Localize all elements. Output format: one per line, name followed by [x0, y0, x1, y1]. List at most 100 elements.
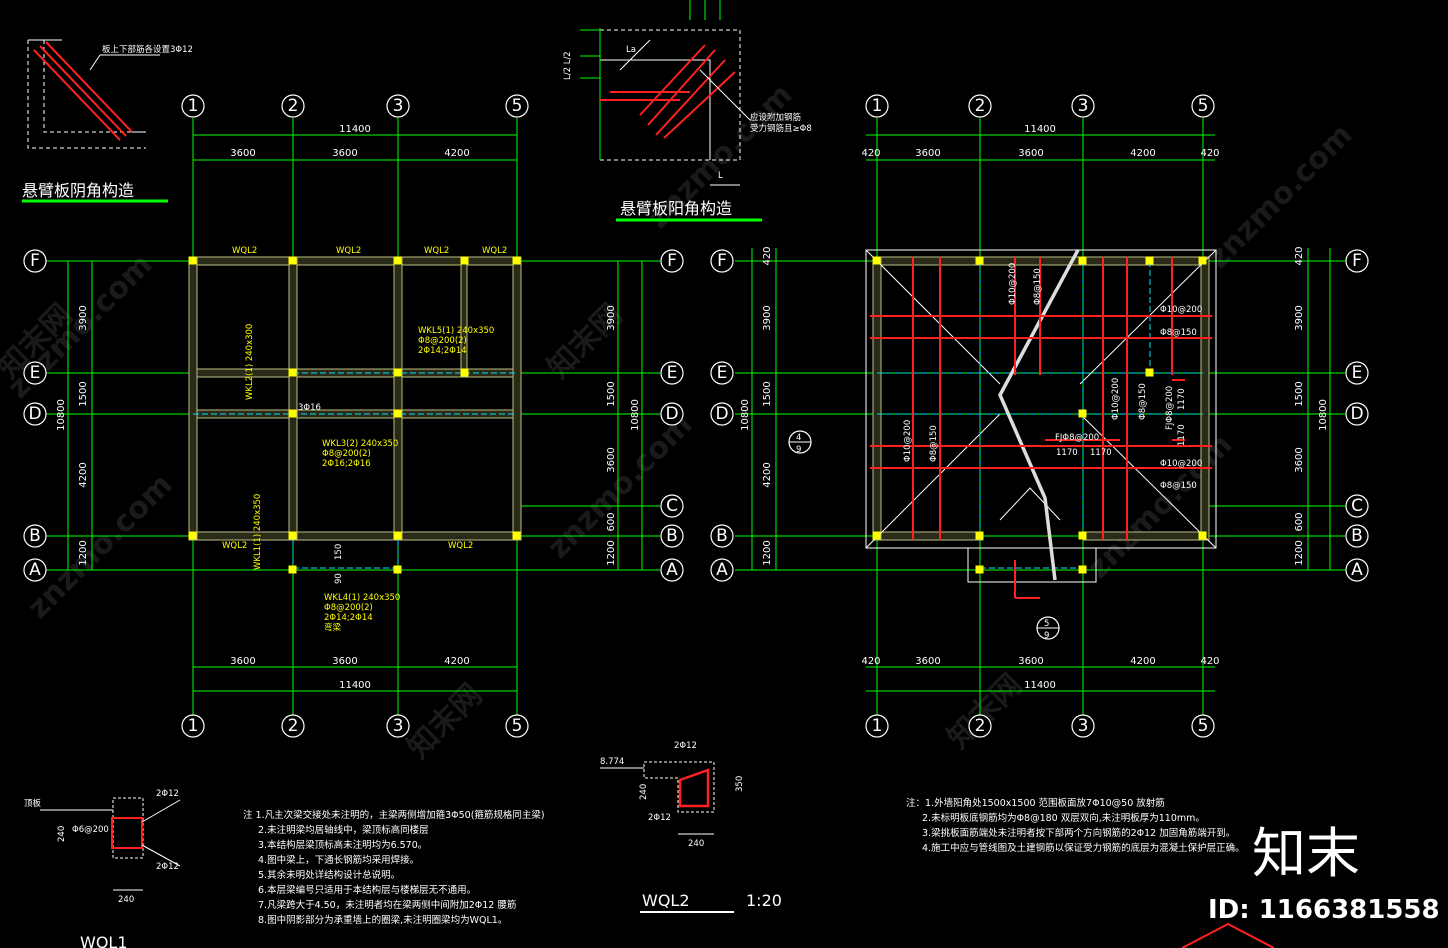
beam-label-wql2: WQL2: [336, 246, 361, 256]
rebar-label: Φ8@150: [1160, 481, 1197, 491]
top-slab-label: 顶板: [24, 798, 42, 809]
svg-text:B: B: [666, 526, 678, 546]
beam-label-wql2: WQL2: [222, 541, 247, 551]
note-line: 注 1.凡主次梁交接处未注明的，主梁两侧增加箍3Φ50(箍筋规格同主梁): [243, 809, 545, 821]
beam-label-wkl5-stirrup: Φ8@200(2): [418, 336, 467, 346]
svg-text:2: 2: [975, 716, 986, 736]
dim-span-y: 600: [1294, 512, 1305, 531]
beam-label-wql2: WQL2: [482, 246, 507, 256]
rebar-label: Φ8@150: [1033, 268, 1043, 305]
axis-bubble: B: [1345, 524, 1369, 548]
dim-1170: 1170: [1056, 448, 1078, 458]
id-label: ID: 1166381558: [1208, 895, 1440, 925]
svg-text:E: E: [667, 363, 678, 383]
notes-right: 注：1.外墙阳角处1500x1500 范围板面放7Φ10@50 放射筋 2.未标…: [906, 797, 1245, 854]
bar-label-3phi16: 3Φ16: [298, 403, 321, 413]
axis-bubble: C: [1345, 494, 1369, 518]
dim-span: 3600: [1018, 148, 1043, 159]
svg-text:A: A: [29, 560, 41, 580]
axis-bubble: A: [710, 558, 734, 582]
beam-label-wkl4-stirrup: Φ8@200(2): [324, 603, 373, 613]
dim-total-x: 11400: [339, 124, 371, 135]
axis-bubble: E: [710, 361, 734, 385]
svg-text:1: 1: [188, 716, 199, 736]
dim-1170: 1170: [1177, 388, 1187, 410]
svg-text:2: 2: [288, 96, 299, 116]
svg-text:9: 9: [1044, 631, 1049, 641]
left-plan-axis-bubbles: 1 2 3 5 1 2 3 5 F E D B A F E D C B A: [23, 94, 684, 738]
svg-text:F: F: [717, 251, 727, 271]
dim-150: 150: [334, 544, 344, 560]
axis-bubble: F: [710, 249, 734, 273]
height-label: 350: [735, 776, 745, 792]
axis-bubble: 5: [505, 714, 529, 738]
svg-text:F: F: [667, 251, 677, 271]
svg-text:4: 4: [796, 433, 801, 443]
dim-total-y: 10800: [1318, 399, 1329, 431]
axis-bubble: 1: [865, 94, 889, 118]
rebar-top-label: 2Φ12: [674, 741, 697, 751]
beam-label-wql2: WQL2: [424, 246, 449, 256]
note-line: 8.图中阴影部分为承重墙上的圈梁,未注明圈梁均为WQL1。: [258, 914, 507, 926]
width-label: 240: [639, 784, 649, 800]
rebar-label: Φ8@150: [929, 425, 939, 462]
svg-text:1: 1: [188, 96, 199, 116]
axis-bubble: F: [1345, 249, 1369, 273]
dim-span-y: 1200: [606, 540, 617, 565]
outer-corner-detail: L/2 L/2 La 应设附加钢筋 受力钢筋且≥Φ8 L 悬臂板阳角构造: [563, 0, 812, 222]
wql1-section: 顶板 2Φ12 2Φ12 Φ6@200 240 240 WQL1: [24, 789, 181, 948]
dim-total-y: 10800: [56, 399, 67, 431]
dim-span: 3600: [915, 148, 940, 159]
inner-corner-title: 悬臂板阴角构造: [22, 181, 134, 200]
svg-text:A: A: [666, 560, 678, 580]
axis-bubble: 3: [1071, 94, 1095, 118]
dim-span-y: 3600: [606, 447, 617, 472]
axis-bubble: 3: [1071, 714, 1095, 738]
axis-bubble: 2: [281, 714, 305, 738]
svg-text:B: B: [716, 526, 728, 546]
axis-bubble: 5: [505, 94, 529, 118]
svg-text:2: 2: [288, 716, 299, 736]
axis-bubble: D: [660, 402, 684, 426]
beam-label-wkl3-stirrup: Φ8@200(2): [322, 449, 371, 459]
svg-text:C: C: [1351, 496, 1363, 516]
elevation-label: 8.774: [600, 757, 624, 767]
dim-overhang: 420: [762, 246, 773, 265]
rebar-label: Φ10@200: [1008, 263, 1018, 305]
dim-span-y: 1200: [78, 540, 89, 565]
note-line: 3.梁挑板面筋端处未注明者按下部两个方向钢筋的2Φ12 加固角筋端开到。: [922, 827, 1235, 839]
axis-bubble: D: [23, 402, 47, 426]
dim-span-y: 3600: [1294, 447, 1305, 472]
notes-left: 注 1.凡主次梁交接处未注明的，主梁两侧增加箍3Φ50(箍筋规格同主梁) 2.未…: [243, 809, 545, 926]
outer-note-1: 应设附加钢筋: [750, 112, 801, 123]
beam-label-wkl4-note: 弯梁: [324, 622, 342, 633]
svg-text:E: E: [717, 363, 728, 383]
svg-text:A: A: [1351, 560, 1363, 580]
dim-90: 90: [334, 573, 344, 584]
rebar-label: Φ8@150: [1160, 328, 1197, 338]
dim-1170: 1170: [1090, 448, 1112, 458]
note-line: 注：1.外墙阳角处1500x1500 范围板面放7Φ10@50 放射筋: [906, 797, 1165, 809]
dim-span-y: 3900: [1294, 305, 1305, 330]
svg-text:5: 5: [512, 716, 523, 736]
svg-text:3: 3: [393, 96, 404, 116]
outer-note-2: 受力钢筋且≥Φ8: [750, 123, 812, 134]
section-marker: 4 9: [788, 430, 812, 455]
wql2-scale: 1:20: [746, 891, 782, 910]
section-marker: 5 9: [1036, 616, 1060, 641]
note-line: 2.未标明板底钢筋均为Φ8@180 双层双向,未注明板厚为110mm。: [922, 812, 1205, 824]
right-plan-axis-bubbles: 1 2 3 5 1 2 3 5 F E D B A F E D C B A: [710, 94, 1369, 738]
width-label: 240: [688, 839, 704, 849]
svg-text:F: F: [30, 251, 40, 271]
axis-bubble: 2: [968, 94, 992, 118]
axis-bubble: 5: [1191, 94, 1215, 118]
inner-corner-note: 板上下部筋各设置3Φ12: [102, 44, 193, 55]
dim-total-y: 10800: [630, 399, 641, 431]
dim-overhang: 420: [861, 148, 880, 159]
axis-bubble: B: [23, 524, 47, 548]
rebar-label: Φ10@200: [903, 420, 913, 462]
stirrup-label: Φ6@200: [72, 825, 109, 835]
dim-span: 3600: [332, 656, 357, 667]
wql2-section: 8.774 2Φ12 2Φ12 240 350 240 WQL2 1:20: [600, 741, 782, 913]
beam-label-wkl3: WKL3(2) 240x350: [322, 439, 398, 449]
